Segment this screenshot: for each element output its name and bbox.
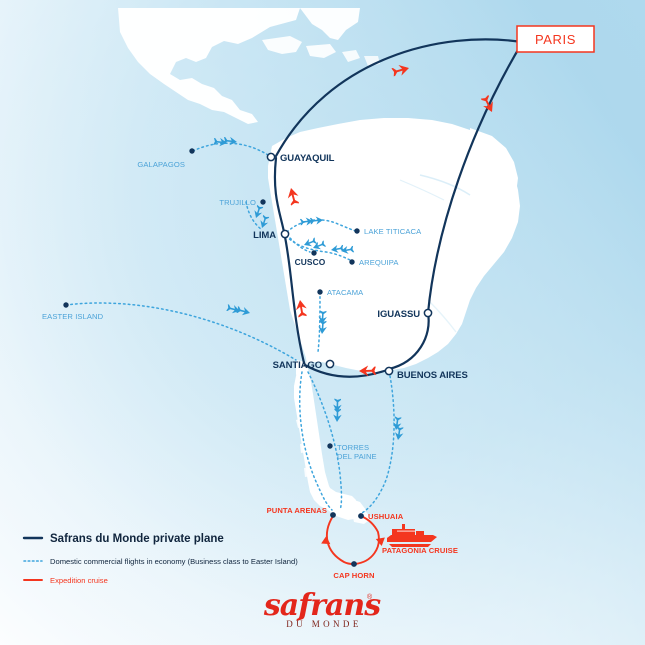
label-patagonia-cruise: PATAGONIA CRUISE [382, 546, 458, 555]
label-trujillo: TRUJILLO [219, 198, 256, 207]
cruise-labels: PUNTA ARENAS USHUAIA CAP HORN PATAGONIA … [267, 506, 458, 580]
route-paris-guayaquil [274, 38, 524, 158]
label-iguassu: IGUASSU [377, 309, 420, 320]
route-lima-lake-titicaca [286, 219, 357, 233]
marker-trujillo [260, 199, 266, 205]
arrow-icon-cruise-north [321, 536, 331, 545]
logo-registered-mark: ® [367, 593, 373, 601]
legend-label-expedition-cruise: Expedition cruise [50, 576, 108, 585]
route-santiago-buenos-aires [303, 363, 389, 378]
legend-label-commercial-flights: Domestic commercial flights in economy (… [50, 557, 298, 566]
label-punta-arenas: PUNTA ARENAS [267, 506, 327, 515]
paris-box-border [516, 25, 595, 53]
marker-lima [280, 229, 290, 239]
label-guayaquil: GUAYAQUIL [280, 153, 335, 164]
marker-arequipa [349, 259, 355, 265]
route-lima-trujillo [245, 201, 263, 231]
label-ushuaia: USHUAIA [368, 512, 404, 521]
marker-buenos-aires [384, 366, 394, 376]
label-arequipa: AREQUIPA [359, 258, 399, 267]
marker-iguassu [423, 308, 433, 318]
label-cap-horn: CAP HORN [333, 571, 374, 580]
legend: Safrans du Monde private plane Domestic … [22, 533, 298, 585]
marker-galapagos [189, 148, 195, 154]
marker-cusco [311, 250, 317, 256]
marker-lake-titicaca [354, 228, 360, 234]
label-cusco: CUSCO [295, 257, 326, 267]
paris-origin-box[interactable]: PARIS [516, 25, 595, 53]
cruise-direction-arrows [321, 536, 385, 546]
commercial-flight-routes [65, 142, 395, 515]
label-santiago: SANTIAGO [273, 360, 322, 371]
route-guayaquil-galapagos [192, 142, 269, 156]
paris-label: PARIS [535, 32, 576, 47]
label-easter-island: EASTER ISLAND [42, 312, 104, 321]
marker-ushuaia [358, 513, 364, 519]
label-lake-titicaca: LAKE TITICACA [364, 227, 422, 236]
expedition-cruise-route [325, 515, 380, 565]
label-torres-del-paine-line2: DEL PAINE [337, 452, 377, 461]
marker-atacama [317, 289, 323, 295]
label-lima: LIMA [253, 230, 276, 241]
label-buenos-aires: BUENOS AIRES [397, 370, 468, 381]
city-labels-major: GUAYAQUIL LIMA SANTIAGO BUENOS AIRES IGU… [253, 153, 468, 381]
marker-guayaquil [266, 152, 276, 162]
route-atacama-santiago [317, 291, 321, 353]
marker-punta-arenas [330, 512, 336, 518]
logo-wordmark: safrans [263, 588, 381, 623]
route-punta-arenas-cap-horn [325, 515, 354, 565]
marker-easter-island [63, 302, 69, 308]
route-easter-island-santiago [65, 302, 297, 361]
route-santiago-punta-arenas [298, 371, 333, 511]
marker-santiago [325, 359, 335, 369]
legend-label-private-plane: Safrans du Monde private plane [50, 533, 224, 545]
arrow-icon-cruise-south [375, 537, 385, 546]
route-santiago-torres-del-paine [307, 371, 343, 511]
route-buenos-aires-ushuaia [359, 375, 395, 515]
route-lima-cusco [289, 237, 311, 253]
city-labels-minor: GALAPAGOS TRUJILLO CUSCO LAKE TITICACA A… [42, 160, 422, 461]
logo-tagline: DU MONDE [286, 619, 361, 629]
cruise-ship-icon [387, 524, 437, 547]
marker-cap-horn [351, 561, 357, 567]
route-lima-arequipa [285, 235, 353, 262]
brand-logo: safrans ® DU MONDE [263, 588, 382, 629]
route-cap-horn-ushuaia [354, 515, 380, 565]
label-atacama: ATACAMA [327, 288, 364, 297]
landmass-group [118, 8, 520, 524]
city-markers-major [266, 152, 433, 376]
label-torres-del-paine-line1: TORRES [337, 443, 369, 452]
city-markers-minor [63, 148, 364, 567]
marker-torres-del-paine [327, 443, 333, 449]
label-galapagos: GALAPAGOS [137, 160, 185, 169]
